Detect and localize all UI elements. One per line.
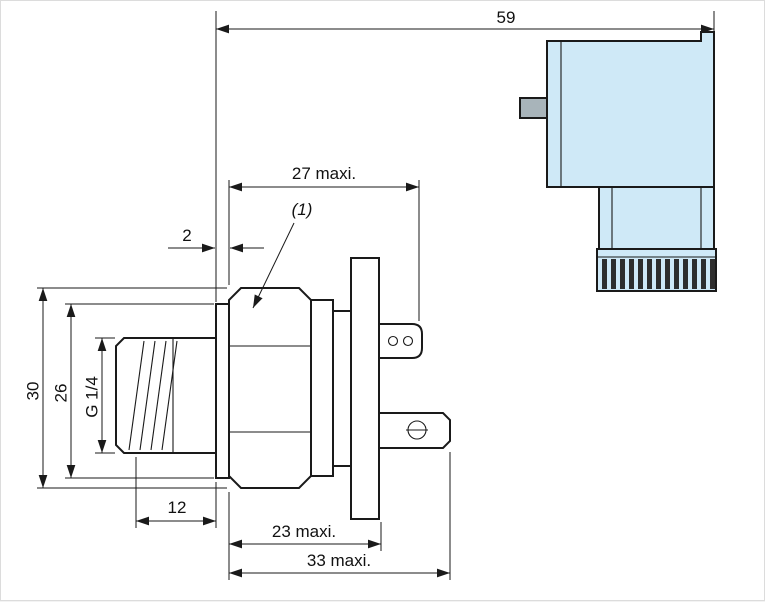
connector-body [546,31,715,188]
dim-26-label: 26 [51,384,70,403]
washer [215,303,230,479]
terminal-hole-left [387,335,399,347]
dim-27-label: 27 maxi. [292,164,356,183]
flange [350,257,380,520]
thread-hatch [128,340,178,451]
terminal-hole-right [402,335,414,347]
connector-neck [598,186,715,250]
dim-23-label: 23 maxi. [272,522,336,541]
callout-label: (1) [292,200,313,219]
dim-33-label: 33 maxi. [307,551,371,570]
pressure-fitting-side-view [115,257,451,520]
body-ring [310,299,334,477]
dim-59-label: 59 [497,8,516,27]
dim-2-label: 2 [182,226,191,245]
dimension-annotations: 59 27 maxi. 2 (1) 30 26 G 1/4 12 [23,8,715,580]
dim-30-label: 30 [23,382,42,401]
hex-nut [228,287,312,489]
dim-12-label: 12 [168,498,187,517]
upper-terminal [378,323,423,359]
thread-spec-label: G 1/4 [82,376,101,418]
connector-side-pin [519,97,548,119]
connector-top-view [519,31,717,292]
callout-leader-line [252,222,295,309]
knurl-stripes [602,259,715,289]
body-hub [332,310,352,467]
